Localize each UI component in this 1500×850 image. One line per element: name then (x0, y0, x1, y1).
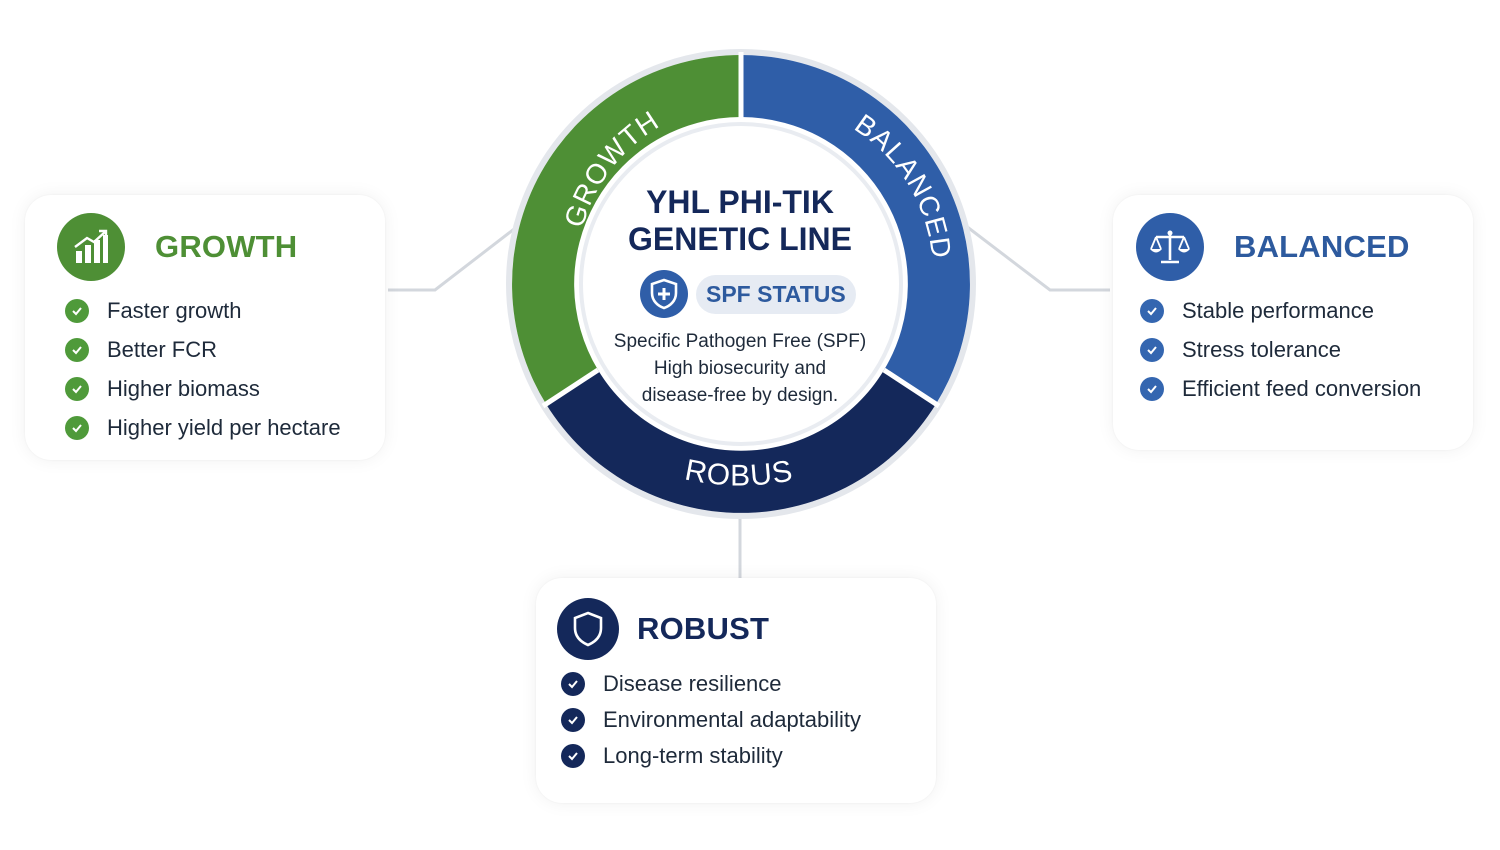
list-item: Long-term stability (561, 738, 861, 774)
list-item: Faster growth (65, 291, 341, 330)
center-desc-line1: Specific Pathogen Free (SPF) (613, 331, 867, 352)
center-title-line1: YHL PHI-TIK (646, 184, 834, 220)
segment-growth (512, 55, 741, 404)
growth-card-header: GROWTH (57, 213, 297, 281)
growth-list: Faster growth Better FCR Higher biomass … (65, 291, 341, 447)
connector-balanced (965, 224, 1110, 292)
growth-card: GROWTH Faster growth Better FCR Higher b… (25, 195, 385, 460)
list-item: Higher yield per hectare (65, 408, 341, 447)
shield-plus-icon (640, 270, 688, 318)
list-item: Disease resilience (561, 666, 861, 702)
list-item-label: Better FCR (107, 336, 218, 362)
balanced-card-header: BALANCED (1136, 213, 1410, 281)
scales-icon (1136, 213, 1204, 281)
segment-balanced (741, 55, 970, 404)
shield-icon (557, 598, 619, 660)
balanced-card: BALANCED Stable performance Stress toler… (1113, 195, 1473, 450)
list-item-label: Higher yield per hectare (107, 414, 341, 440)
separator-left (541, 367, 600, 409)
check-icon (65, 298, 89, 323)
center-desc-line2: High biosecurity and (653, 358, 827, 379)
growth-card-title: GROWTH (155, 229, 298, 264)
check-icon (1140, 298, 1164, 323)
check-icon (1140, 376, 1164, 401)
list-item-label: Environmental adaptability (603, 707, 862, 732)
robust-card-header: ROBUST (557, 598, 769, 660)
robust-card-title: ROBUST (637, 611, 770, 646)
center-title-line2: GENETIC LINE (627, 221, 852, 257)
list-item: Stress tolerance (1140, 330, 1421, 369)
center-desc-line3: disease-free by design. (641, 385, 839, 406)
robust-list: Disease resilience Environmental adaptab… (561, 666, 861, 774)
list-item: Efficient feed conversion (1140, 369, 1421, 408)
list-item-label: Stress tolerance (1182, 336, 1341, 362)
bar-chart-growth-icon (57, 213, 125, 281)
list-item-label: Stable performance (1182, 297, 1374, 323)
list-item: Environmental adaptability (561, 702, 861, 738)
list-item: Stable performance (1140, 291, 1421, 330)
list-item-label: Efficient feed conversion (1182, 375, 1422, 401)
check-icon (1140, 337, 1164, 362)
check-icon (65, 337, 89, 362)
list-item: Higher biomass (65, 369, 341, 408)
separator-right (882, 367, 941, 409)
spf-status-badge: SPF STATUS (640, 270, 856, 318)
list-item: Better FCR (65, 330, 341, 369)
list-item-label: Higher biomass (107, 375, 260, 401)
check-icon (65, 376, 89, 401)
list-item-label: Long-term stability (603, 743, 783, 768)
robust-card: ROBUST Disease resilience Environmental … (536, 578, 936, 803)
balanced-list: Stable performance Stress tolerance Effi… (1140, 291, 1421, 408)
list-item-label: Faster growth (107, 297, 242, 323)
check-icon (65, 415, 89, 440)
list-item-label: Disease resilience (603, 671, 782, 696)
connector-growth (388, 224, 519, 292)
center-title: YHL PHI-TIK GENETIC LINE (590, 184, 890, 258)
spf-status-label: SPF STATUS (696, 274, 856, 314)
center-description: Specific Pathogen Free (SPF) High biosec… (590, 328, 890, 409)
segment-robust (546, 370, 936, 513)
balanced-card-title: BALANCED (1234, 229, 1410, 264)
check-icon (561, 744, 585, 768)
check-icon (561, 708, 585, 732)
check-icon (561, 672, 585, 696)
